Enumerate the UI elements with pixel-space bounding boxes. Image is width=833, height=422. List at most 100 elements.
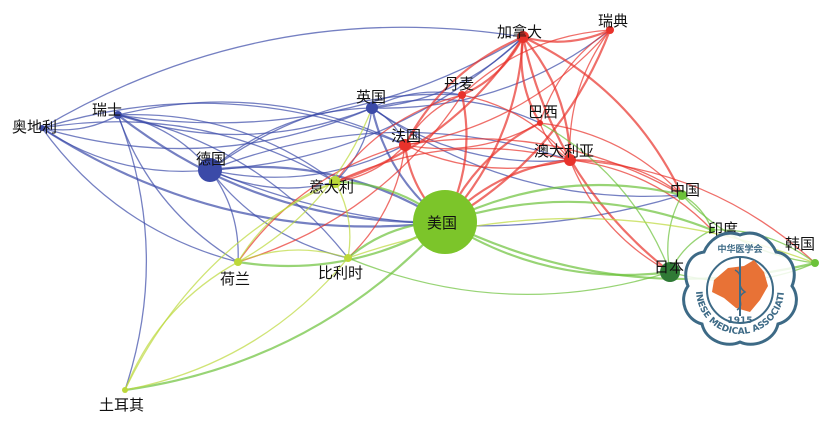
edge-fr-be <box>347 144 406 259</box>
node-tr[interactable] <box>122 387 128 393</box>
edge-ch-at <box>41 114 119 131</box>
edge-it-be <box>334 181 351 259</box>
node-nl[interactable] <box>234 258 242 266</box>
edge-gb-cn <box>371 107 683 198</box>
edge-ch-tr <box>117 114 148 391</box>
node-at[interactable] <box>39 125 45 131</box>
edge-at-it <box>41 121 336 183</box>
node-cn[interactable] <box>677 190 687 200</box>
edge-nl-gb <box>237 107 373 263</box>
edge-ca-cn <box>522 36 683 196</box>
node-label-kr: 韩国 <box>785 235 815 253</box>
node-label-se: 瑞典 <box>598 12 628 30</box>
edge-se-fr <box>404 29 611 146</box>
edge-at-gb <box>41 107 373 150</box>
node-us[interactable] <box>413 190 477 254</box>
node-au[interactable] <box>564 154 576 166</box>
node-label-de: 德国 <box>196 150 226 168</box>
edge-ca-fr <box>404 35 524 146</box>
node-label-tr: 土耳其 <box>99 396 144 414</box>
node-se[interactable] <box>606 26 614 34</box>
edge-ch-ca <box>117 36 524 124</box>
edge-at-fr <box>41 102 406 146</box>
edge-at-ca <box>41 26 524 129</box>
node-be[interactable] <box>344 254 352 262</box>
edge-at-us <box>41 127 446 228</box>
edge-dk-nl <box>237 94 463 263</box>
node-it[interactable] <box>329 176 341 188</box>
node-fr[interactable] <box>399 139 411 151</box>
edge-gb-dk <box>371 91 463 109</box>
node-label-ca: 加拿大 <box>497 23 542 41</box>
labels: 奥地利瑞士德国英国丹麦加拿大瑞典巴西法国澳大利亚意大利美国中国印度韩国日本荷兰比… <box>12 12 815 414</box>
edge-at-nl <box>41 127 239 263</box>
logo-year: 1915 <box>727 316 752 326</box>
node-ch[interactable] <box>114 111 122 119</box>
nodes <box>39 26 819 393</box>
edge-de-fr <box>209 144 406 178</box>
edge-us-jp <box>444 221 671 277</box>
edge-us-in <box>444 200 713 232</box>
node-label-dk: 丹麦 <box>444 75 474 93</box>
edge-se-dk <box>461 29 611 96</box>
node-ca[interactable] <box>517 31 529 43</box>
edge-ca-au <box>522 36 572 161</box>
edge-gb-se <box>371 29 611 109</box>
edge-br-cn <box>539 122 683 196</box>
edge-au-in <box>569 159 713 231</box>
edge-it-tr <box>124 181 336 391</box>
node-label-us: 美国 <box>427 214 457 232</box>
node-label-ch: 瑞士 <box>92 101 122 119</box>
node-label-nl: 荷兰 <box>220 270 250 288</box>
edge-br-fr <box>404 122 541 150</box>
edge-gb-it <box>334 107 373 183</box>
edge-ca-se <box>522 28 611 43</box>
node-label-fr: 法国 <box>391 127 421 145</box>
node-label-gb: 英国 <box>356 88 386 106</box>
edge-au-kr <box>569 159 816 264</box>
edge-jp-be <box>347 257 671 296</box>
edge-nl-be <box>237 249 349 263</box>
node-label-br: 巴西 <box>528 103 558 121</box>
edge-de-au <box>209 131 571 171</box>
edge-au-jp <box>569 159 671 273</box>
edge-se-br <box>539 29 611 124</box>
edge-ch-be <box>117 114 349 259</box>
edge-gb-br <box>371 98 541 124</box>
edge-in-kr <box>711 229 816 264</box>
node-label-jp: 日本 <box>654 258 684 276</box>
node-in[interactable] <box>709 227 715 233</box>
node-label-it: 意大利 <box>309 178 354 196</box>
node-label-au: 澳大利亚 <box>534 142 594 160</box>
edge-fr-cn <box>404 138 683 196</box>
edge-us-cn <box>444 184 683 223</box>
edge-jp-br <box>539 122 671 273</box>
edge-dk-au <box>461 94 571 161</box>
logo-chinese-name: 中华医学会 <box>717 243 763 255</box>
edge-ca-jp <box>521 36 671 273</box>
node-jp[interactable] <box>660 262 680 282</box>
edge-se-us <box>444 29 612 223</box>
edge-be-tr <box>124 257 349 391</box>
edge-fr-nl <box>237 144 406 263</box>
edge-de-dk <box>209 93 463 171</box>
edge-fr-it <box>334 144 406 183</box>
edge-de-gb <box>209 107 373 171</box>
node-dk[interactable] <box>458 91 466 99</box>
edge-au-it <box>334 147 571 183</box>
edge-ch-it <box>117 113 336 183</box>
node-label-cn: 中国 <box>670 181 700 199</box>
edge-ch-fr <box>117 101 406 146</box>
node-kr[interactable] <box>811 259 819 267</box>
edge-ca-br <box>520 36 541 124</box>
node-label-at: 奥地利 <box>12 118 57 136</box>
node-label-be: 比利时 <box>318 264 363 282</box>
node-de[interactable] <box>198 158 222 182</box>
node-br[interactable] <box>537 120 543 126</box>
node-gb[interactable] <box>366 102 378 114</box>
edge-se-au <box>569 29 611 161</box>
edge-dk-fr <box>404 94 463 146</box>
edge-gb-ca <box>371 36 524 109</box>
